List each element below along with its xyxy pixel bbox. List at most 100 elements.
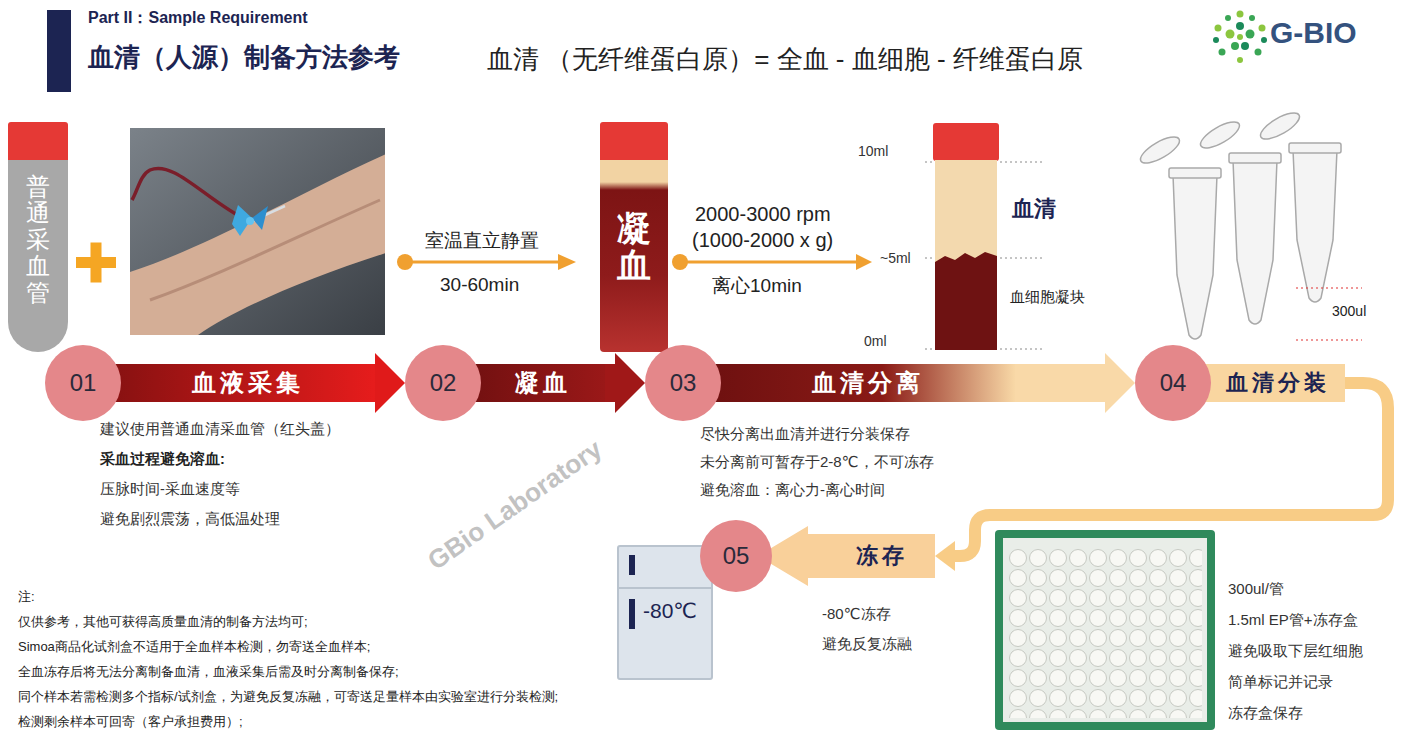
temperature-label: -80℃ [643,599,697,623]
label-wrap: 尽快分离出血清并进行分装保存 [700,425,910,444]
flow-arrow [605,353,645,413]
scale-label: 0ml [864,333,887,349]
step-band: 01 血液采集 [45,345,375,421]
flow-arrow [375,353,405,413]
label-wrap: -80℃冻存 [822,605,891,624]
vertical-text: 凝血 [617,210,651,285]
step-note: 避免溶血：离心力-离心时间 [700,481,885,500]
label-wrap: 仅供参考，其他可获得高质量血清的制备方法均可; [18,613,308,631]
tube-cap [8,122,68,160]
label-wrap: 1.5ml EP管+冻存盒 [1228,611,1358,630]
ep-tubes [1137,108,1341,339]
vertical-text: 普通采血管 [26,174,50,306]
step-note: 建议使用普通血清采血管（红头盖） [100,420,340,439]
step-number: 04 [1160,369,1187,397]
label-wrap: (1000-2000 x g) [692,229,833,252]
step-note: 1.5ml EP管+冻存盒 [1228,611,1358,630]
label-wrap: G-BIO [1270,16,1357,50]
clotted-tube: 凝血 [600,122,668,352]
blood-draw-photo [130,128,385,335]
step-note: 避免剧烈震荡，高低温处理 [100,510,280,529]
arrow-shape [375,353,405,413]
title-wrap: 血清（人源）制备方法参考 [88,40,400,75]
step-circle: 04 [1135,345,1211,421]
step-condition: (1000-2000 x g) [692,229,833,252]
label-wrap: 室温直立静置 [425,228,539,254]
logo-dots [1213,11,1267,64]
blood-tube: 普通采血管 [8,122,68,352]
step-circle: 02 [405,345,481,421]
step-circle: 03 [645,345,721,421]
step-circle: 05 [700,520,772,592]
step-number: 01 [70,369,97,397]
step-note: 冻存盒保存 [1228,704,1303,723]
step-condition: 离心10min [712,273,802,299]
footnote: 仅供参考，其他可获得高质量血清的制备方法均可; [18,613,308,631]
process-arrow [672,254,872,270]
freezer-handle [629,555,635,575]
freezer-handle [629,599,635,629]
label-wrap: ~5ml [880,250,911,266]
layer-label: 血清 [1012,194,1056,224]
label-wrap: 血清 [1012,194,1056,224]
label-wrap: 冻存盒保存 [1228,704,1303,723]
label-wrap: 检测剩余样本可回寄（客户承担费用）; [18,713,243,731]
arrow-head [935,541,955,571]
footnote: Simoa商品化试剂盒不适用于全血样本检测，勿寄送全血样本; [18,638,370,656]
freezer-icon: -80℃ [617,545,713,680]
arrow-shape [605,353,645,413]
step-bar: 血液采集 [83,364,375,402]
label-wrap: 避免吸取下层红细胞 [1228,642,1363,661]
step-title: 血清分离 [812,367,924,399]
tube-text-wrap: 普通采血管 [8,174,68,306]
label-wrap: 血细胞凝块 [1010,288,1085,307]
step-title: 凝血 [515,367,571,399]
step-condition: 30-60min [440,274,519,296]
label-wrap: 30-60min [440,274,519,296]
label-wrap: 全血冻存后将无法分离制备血清，血液采集后需及时分离制备保存; [18,663,399,681]
page-title: 血清（人源）制备方法参考 [88,40,400,75]
watermark: GBio Laboratory [422,433,608,576]
label-wrap: Part II：Sample Requirement [88,8,308,29]
label-wrap: GBio Laboratory [422,433,608,576]
step-band: 04血清分装 [1135,345,1345,421]
label-wrap: 采血过程避免溶血: [100,450,225,469]
footnote: 注: [18,588,35,606]
label-wrap: 注: [18,588,35,606]
label-wrap: 压脉时间-采血速度等 [100,480,240,499]
freezer-divider [619,587,711,589]
freezer-text-wrap: -80℃ [643,599,697,623]
label-wrap: 300ul/管 [1228,580,1284,599]
step-bar: 血清分离 [683,364,1015,402]
step-title: 血液采集 [192,367,304,399]
step-note: 避免吸取下层红细胞 [1228,642,1363,661]
part-heading: Part II：Sample Requirement [88,8,308,29]
step-band: 03 血清分离 [645,345,1015,421]
step-note: 避免反复冻融 [822,635,912,654]
tube-cap [600,122,668,160]
flow-arrow [1015,353,1135,413]
step-circle: 01 [45,345,121,421]
tube-text-wrap: 凝血 [600,210,668,285]
label-wrap: 避免剧烈震荡，高低温处理 [100,510,280,529]
layer-label: 血细胞凝块 [1010,288,1085,307]
step-band: 02 凝血 [405,345,605,421]
cryobox-photo [995,530,1215,730]
step-condition: 2000-3000 rpm [695,203,831,226]
step-bar: 冻存 [758,526,935,586]
footnote: 全血冻存后将无法分离制备血清，血液采集后需及时分离制备保存; [18,663,399,681]
step-title: 冻存 [856,541,908,571]
process-arrow [397,254,576,270]
step-note: 未分离前可暂存于2-8℃，不可冻存 [700,453,934,472]
plus-sign [76,243,116,283]
serum-tube [933,123,999,350]
scale-label: ~5ml [880,250,911,266]
scale-label: 10ml [858,143,888,159]
label-wrap: 10ml [858,143,888,159]
step-note: 简单标记并记录 [1228,673,1333,692]
step-condition: 室温直立静置 [425,228,539,254]
footnote: 同个样本若需检测多个指标/试剂盒，为避免反复冻融，可寄送足量样本由实验室进行分装… [18,688,558,706]
step-number: 02 [430,369,457,397]
label-wrap: 简单标记并记录 [1228,673,1333,692]
